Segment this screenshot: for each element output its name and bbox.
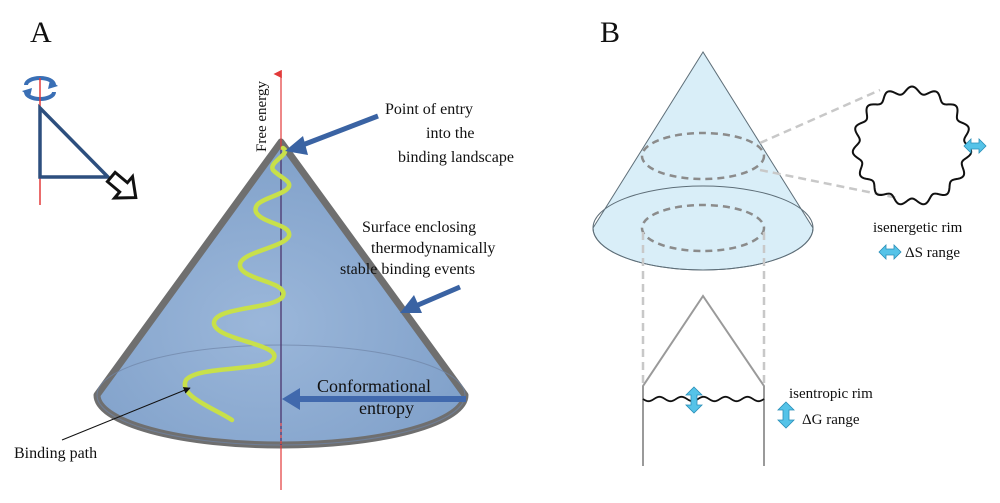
entropy-arrow-head (282, 388, 300, 410)
binding-path-leader (61, 387, 191, 441)
binding-path (182, 145, 292, 423)
entry-arrow (299, 113, 379, 149)
isenergetic-rim-label: isenergetic rim (873, 220, 963, 236)
isenergetic-rim-circle (851, 85, 973, 206)
free-energy-axis-label: Free energy (254, 81, 270, 152)
upper-isenergetic-slice (640, 131, 766, 181)
binding-path-label: Binding path (14, 445, 97, 462)
entry-label: Point of entry into the binding landscap… (385, 101, 514, 166)
entropy-label: Conformational entropy (317, 376, 435, 418)
isentropic-rim (642, 395, 765, 403)
entry-arrow-head (285, 136, 308, 155)
hollow-arrow-icon (105, 170, 138, 200)
energy-cone (592, 51, 814, 271)
free-energy-range-arrow (685, 386, 703, 414)
dg-range-label: ΔG range (802, 412, 860, 428)
zoom-line-bottom (759, 168, 899, 200)
lower-isenergetic-slice (640, 203, 766, 253)
surface-label: Surface enclosing thermodynamically stab… (340, 219, 499, 278)
cone-profile (642, 294, 765, 466)
panel-a-label: A (30, 16, 52, 49)
cone-profile-icon (38, 103, 113, 179)
panel-b-label: B (600, 16, 620, 49)
isentropic-rim-label: isentropic rim (789, 386, 873, 402)
ds-range-label: ΔS range (905, 245, 960, 261)
dg-legend-arrow-icon (777, 401, 795, 429)
ds-legend-arrow-icon (878, 244, 902, 260)
surface-arrow-head (400, 295, 422, 313)
surface-arrow (417, 284, 461, 308)
zoom-line-top (759, 88, 881, 145)
entropy-range-arrow (963, 138, 987, 154)
